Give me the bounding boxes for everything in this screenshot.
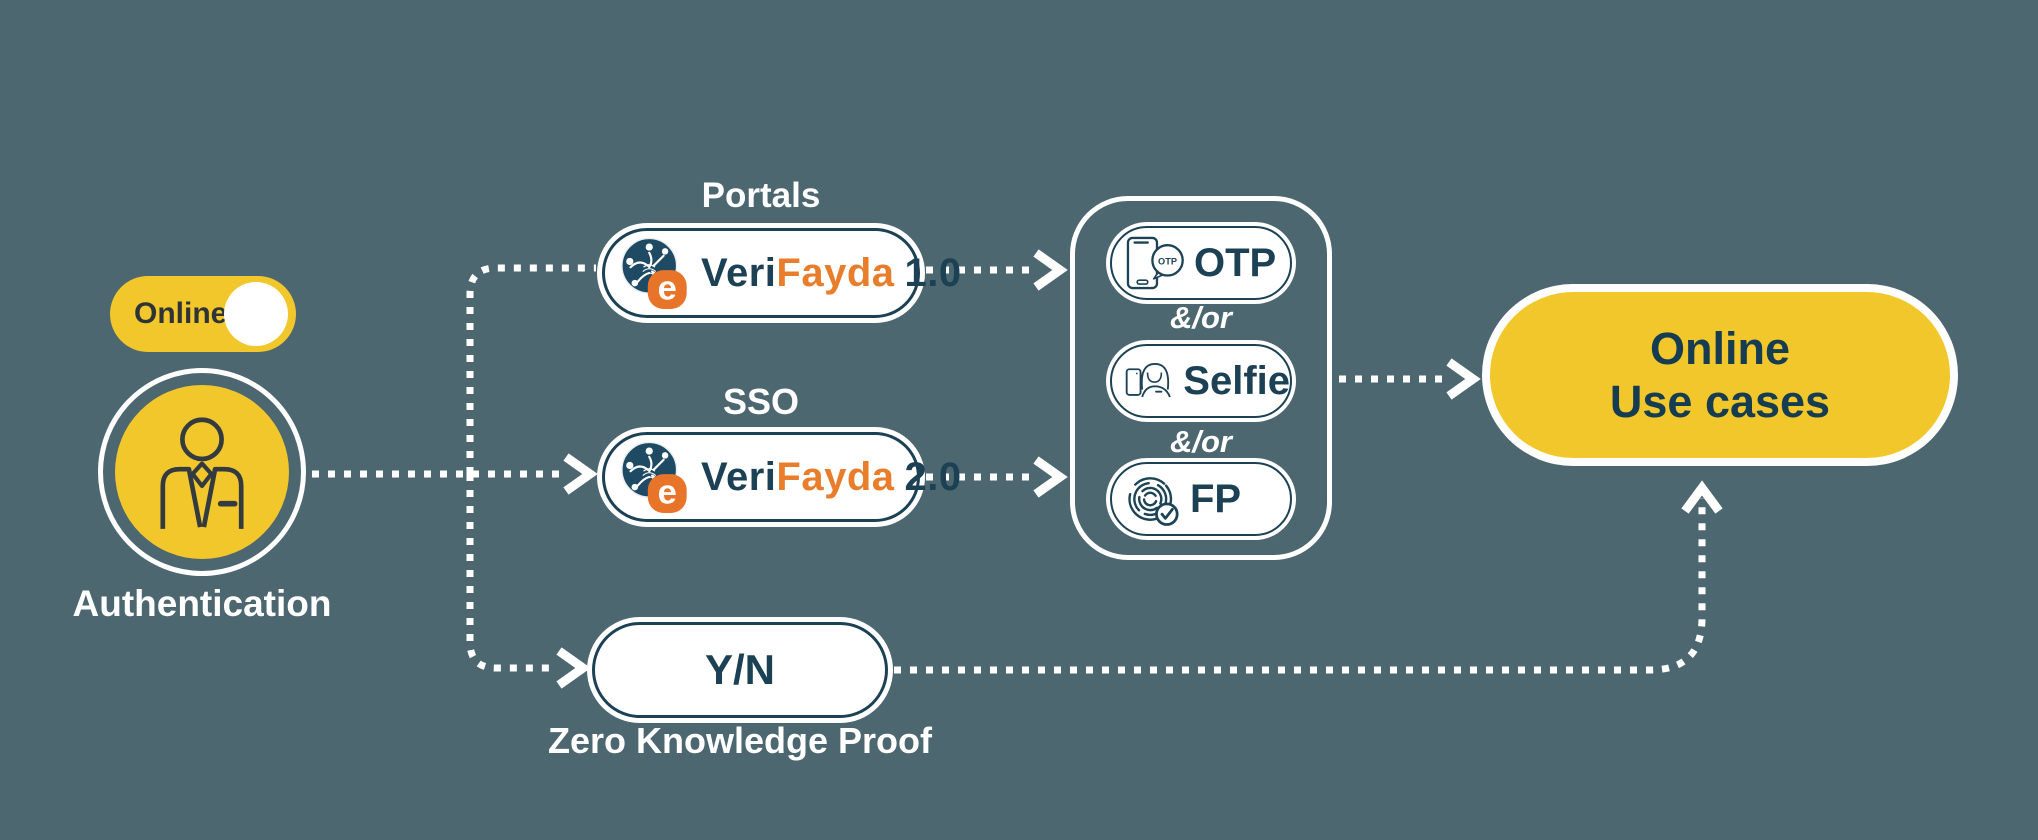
andor-connector-2: &/or (1170, 424, 1232, 459)
selfie-label: Selfie (1183, 358, 1290, 403)
otp-label: OTP (1194, 240, 1277, 285)
brand-version: 1.0 (904, 250, 962, 295)
result-line2: Use cases (1609, 376, 1831, 427)
fp-pill: FP (1110, 462, 1292, 536)
arrowhead-sso (563, 453, 598, 495)
fp-label: FP (1190, 476, 1242, 521)
arrowhead-result (1446, 358, 1481, 400)
arrowhead-result-bottom (1681, 480, 1723, 514)
verifayda-logo: e (621, 237, 687, 309)
arrow-auth-to-zkp (466, 474, 553, 672)
brand-version: 2.0 (904, 454, 962, 499)
brand-accent: Fayda (776, 250, 895, 295)
arrow-auth-to-portals (466, 264, 596, 474)
authentication-label: Authentication (72, 583, 332, 624)
otp-bubble-text: OTP (1158, 256, 1177, 266)
arrowhead-factors-top (1033, 249, 1068, 291)
brand-prefix: Veri (701, 454, 777, 499)
authentication-node-fill (115, 385, 289, 559)
andor-connector-1: &/or (1170, 300, 1232, 335)
arrowhead-zkp (556, 647, 591, 689)
online-toggle: Online (110, 276, 296, 352)
selfie-icon (1125, 362, 1171, 398)
svg-text:e: e (658, 474, 677, 512)
zero-knowledge-proof-label: Zero Knowledge Proof (547, 720, 932, 761)
arrowhead-factors-bottom (1033, 456, 1068, 498)
toggle-knob (224, 282, 288, 346)
yn-label: Y/N (704, 646, 775, 693)
otp-pill: OTP OTP (1110, 226, 1292, 300)
sso-label: SSO (722, 381, 800, 422)
selfie-pill: Selfie (1110, 344, 1292, 418)
online-use-cases-node: Online Use cases (1490, 292, 1950, 458)
svg-text:e: e (658, 270, 677, 308)
brand-prefix: Veri (701, 250, 777, 295)
auth-factors-group (1070, 196, 1332, 560)
brand-accent: Fayda (776, 454, 895, 499)
online-use-cases-label: Online Use cases (1610, 322, 1830, 428)
authentication-node (98, 368, 306, 576)
online-toggle-label: Online (134, 297, 228, 330)
result-line1: Online (1649, 322, 1790, 374)
otp-phone-icon: OTP (1126, 236, 1184, 290)
person-suit-icon (160, 417, 244, 529)
verifayda-logo: e (621, 441, 687, 513)
portals-label: Portals (701, 176, 821, 215)
yn-pill: Y/N (592, 622, 888, 718)
fingerprint-check-icon (1128, 477, 1179, 526)
